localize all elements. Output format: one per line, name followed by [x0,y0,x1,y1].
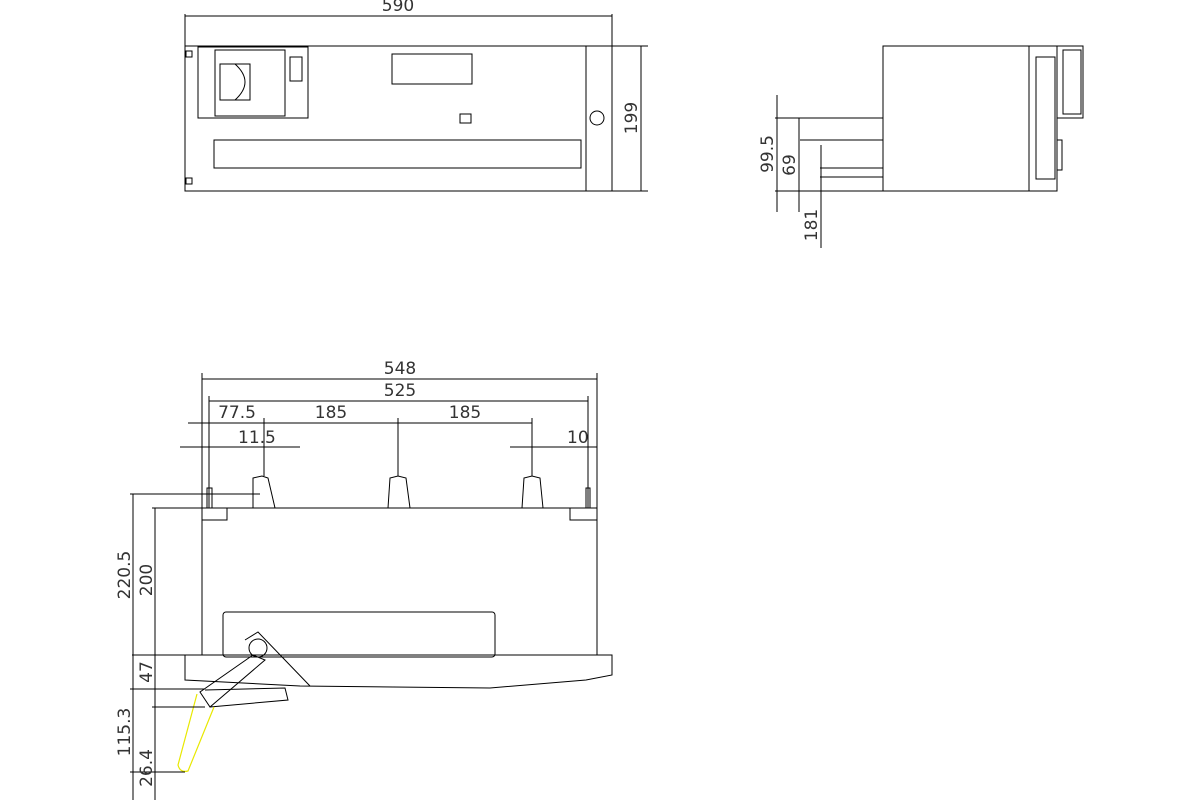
dim-220-5: 220.5 [115,551,135,600]
dim-185-b: 185 [449,403,481,423]
dim-10: 10 [567,428,589,448]
dim-69: 69 [780,154,800,176]
handle-alternate-position [177,693,215,772]
dim-26-4: 26.4 [137,749,157,787]
side-view: 99.5 69 181 [758,45,1084,248]
dim-181: 181 [802,209,822,241]
dim-11-5: 11.5 [238,428,276,448]
terminals [206,475,591,509]
dim-99-5: 99.5 [758,135,778,173]
dim-185-a: 185 [315,403,347,423]
dim-115-3: 115.3 [115,708,135,757]
dim-548: 548 [384,359,416,379]
lock-icon [589,110,605,126]
top-view: 590 199 [184,0,648,192]
dim-width: 590 [382,0,414,16]
dim-47: 47 [137,661,157,683]
dim-height: 199 [622,102,642,134]
dim-77-5: 77.5 [218,403,256,423]
dim-525: 525 [384,381,416,401]
front-view: 548 525 77.5 185 185 11.5 10 220.5 200 4… [115,359,613,800]
dim-200: 200 [137,564,157,596]
